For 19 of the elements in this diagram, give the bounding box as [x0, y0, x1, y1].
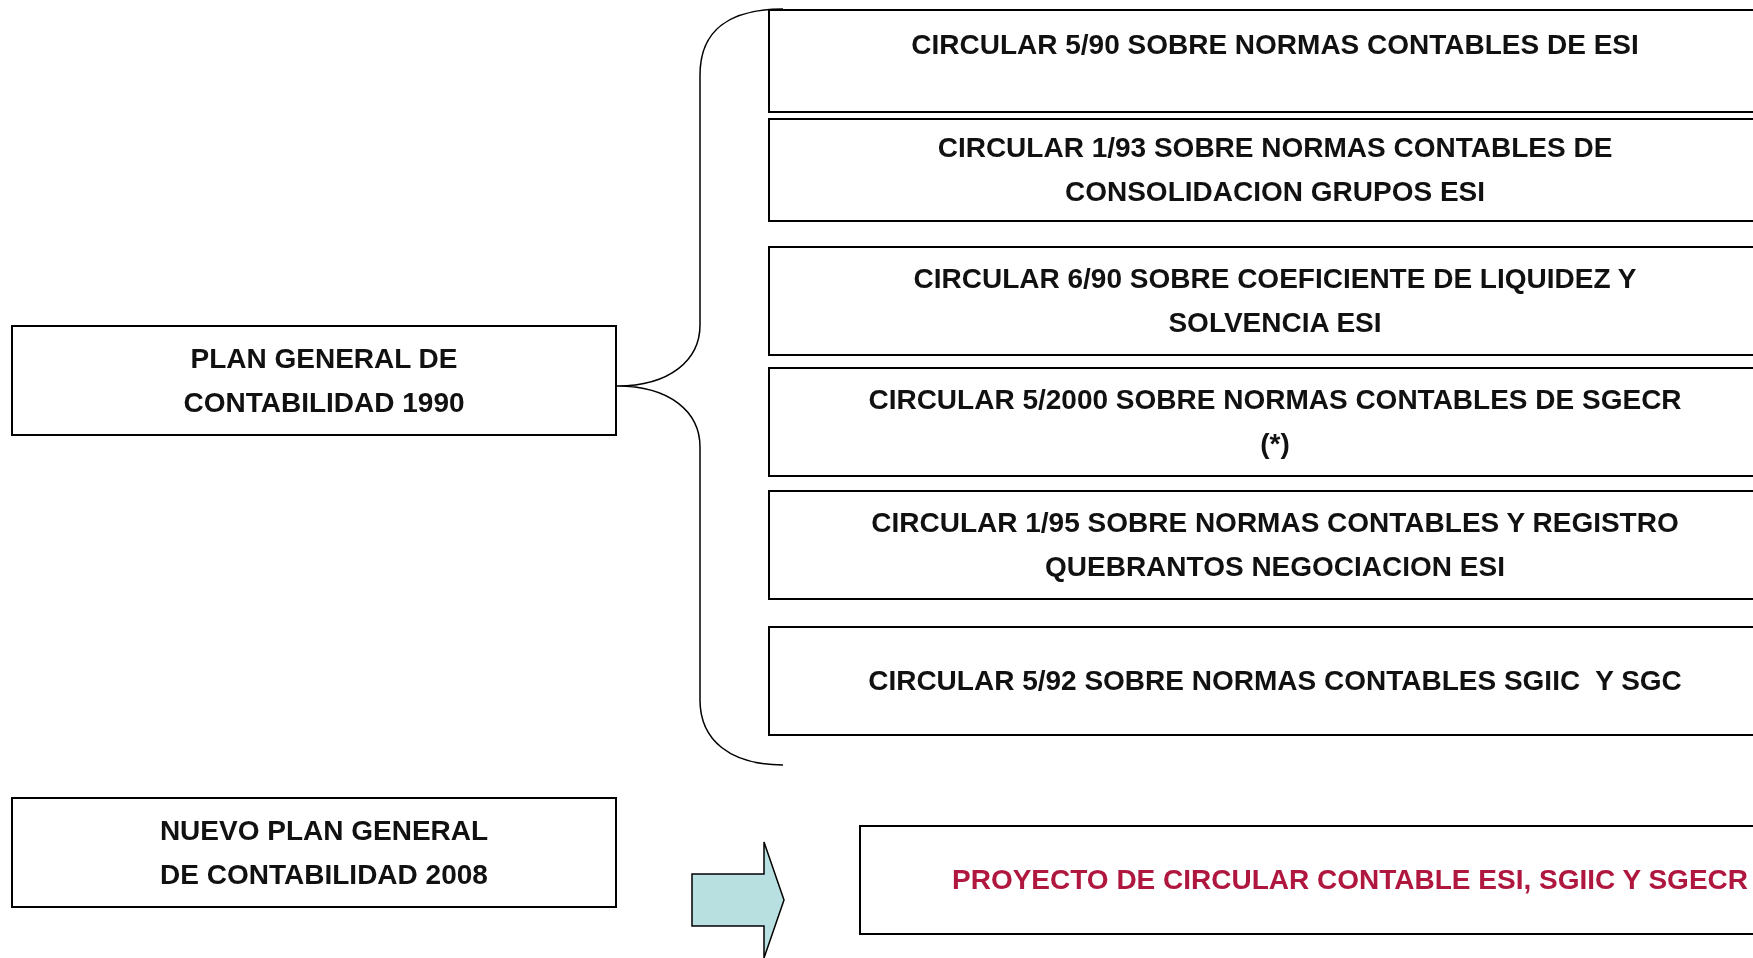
text-box — [11, 325, 617, 436]
box-label: PLAN GENERAL DE CONTABILIDAD 1990 — [182, 341, 466, 420]
box-label: PROYECTO DE CIRCULAR CONTABLE ESI, SGIIC Y SGECR — [952, 863, 1748, 897]
box-label: CIRCULAR 1/93 SOBRE NORMAS CONTABLES DE CONSOLIDACION GRUPOS ESI — [936, 131, 1614, 209]
text-box — [768, 246, 1753, 356]
text-box — [768, 118, 1753, 222]
box-label: CIRCULAR 5/92 SOBRE NORMAS CONTABLES SGIIC Y SGC — [868, 664, 1682, 698]
text-box — [768, 367, 1753, 477]
text-box — [768, 626, 1753, 736]
box-label: CIRCULAR 6/90 SOBRE COEFICIENTE DE LIQUIDEZ Y SOLVENCIA ESI — [912, 262, 1638, 340]
block-arrow — [691, 841, 785, 958]
box-label: CIRCULAR 5/2000 SOBRE NORMAS CONTABLES DE SGECR (*) — [867, 383, 1683, 461]
box-label: CIRCULAR 1/95 SOBRE NORMAS CONTABLES Y REGISTRO QUEBRANTOS NEGOCIACION ESI — [870, 506, 1680, 584]
text-box — [768, 490, 1753, 600]
box-label: CIRCULAR 5/90 SOBRE NORMAS CONTABLES DE ESI — [911, 28, 1639, 62]
text-box — [859, 825, 1753, 935]
text-box — [768, 9, 1753, 113]
text-box — [11, 797, 617, 908]
box-label: NUEVO PLAN GENERAL DE CONTABILIDAD 2008 — [159, 813, 489, 892]
